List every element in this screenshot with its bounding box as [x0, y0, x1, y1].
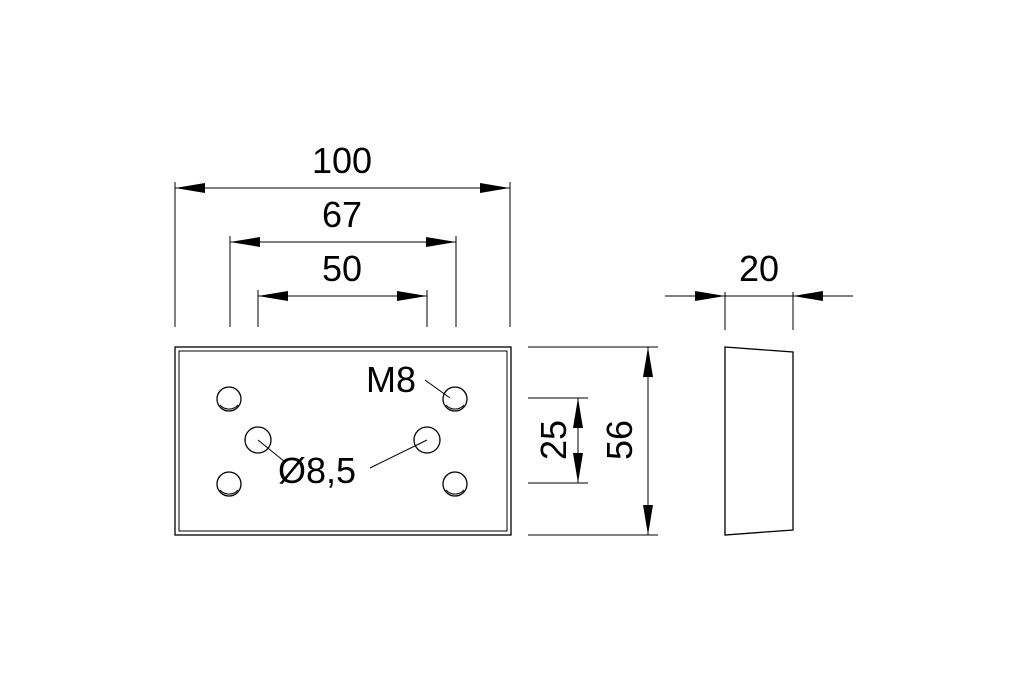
plate-inner-edge	[178, 350, 508, 532]
dim-width-total-label: 100	[312, 140, 372, 181]
height-dimensions: 25 56	[528, 346, 658, 536]
plate-outline	[174, 346, 512, 536]
dim-width-outer-holes: 67	[230, 194, 456, 247]
threaded-hole	[442, 471, 468, 497]
dim-thickness: 20	[665, 248, 853, 330]
dim-thickness-label: 20	[739, 248, 779, 289]
dim-width-total: 100	[175, 140, 510, 193]
bore-hole	[413, 426, 441, 454]
threaded-hole	[216, 471, 242, 497]
width-dimensions: 100 67 50	[174, 140, 511, 327]
bore-leader-left	[257, 439, 286, 463]
side-view: 20	[665, 248, 853, 536]
front-view: M8 Ø8,5	[174, 346, 512, 536]
dim-height-inner-holes-label: 25	[533, 420, 574, 460]
m8-callout: M8	[366, 359, 416, 400]
bore-leader-right	[369, 439, 428, 469]
dim-height-total-label: 56	[599, 420, 640, 460]
dim-height-total: 56	[599, 347, 653, 535]
threaded-hole	[216, 386, 242, 412]
side-profile	[724, 346, 794, 536]
dim-width-inner-holes: 50	[258, 248, 427, 301]
m8-leader	[424, 379, 451, 399]
dim-width-outer-holes-label: 67	[322, 194, 362, 235]
dim-width-inner-holes-label: 50	[322, 248, 362, 289]
dim-height-inner-holes: 25	[533, 398, 583, 483]
threaded-hole	[442, 386, 468, 412]
bore-hole	[244, 426, 272, 454]
bore-callout: Ø8,5	[278, 450, 356, 491]
